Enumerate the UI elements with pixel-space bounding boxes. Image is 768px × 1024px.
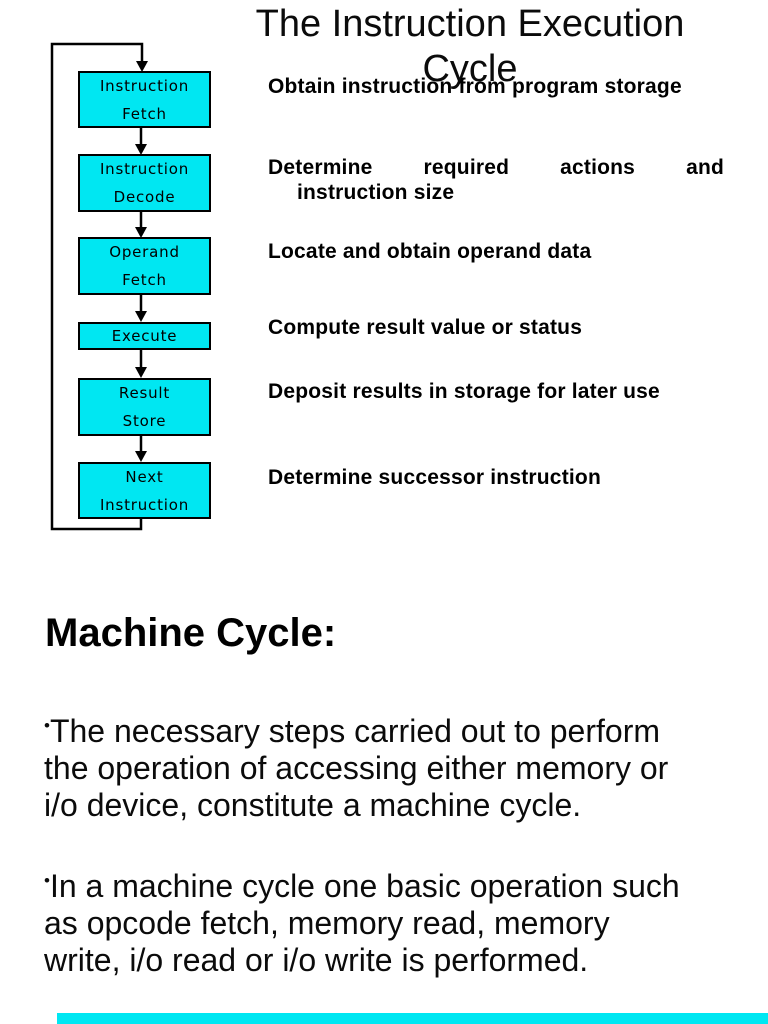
arrow-2-head-icon (135, 227, 147, 238)
step-description-decode: Determine required actions and instructi… (268, 155, 724, 205)
step-description-decode-line-1: Determine required actions and (268, 155, 724, 180)
flow-box-instruction-decode: Instruction Decode (78, 154, 211, 212)
flow-box-operand-fetch: Operand Fetch (78, 237, 211, 295)
machine-cycle-paragraph-2: •In a machine cycle one basic operation … (44, 862, 756, 979)
paragraph-2-line-1: •In a machine cycle one basic operation … (44, 862, 756, 905)
title-line-2: Cycle (422, 48, 518, 90)
step-description-result-store: Deposit results in storage for later use (268, 380, 660, 403)
paragraph-2-line-3: write, i/o read or i/o write is performe… (44, 942, 589, 978)
paragraph-1-line-2: the operation of accessing either memory… (44, 750, 669, 786)
next-element-top-sliver (57, 1013, 768, 1024)
step-description-decode-line-2: instruction size (297, 181, 455, 204)
flow-box-result-store: Result Store (78, 378, 211, 436)
step-description-fetch: Obtain instruction from program storage (268, 75, 682, 98)
decode-word-1: Determine (268, 156, 373, 179)
step-description-next-instruction: Determine successor instruction (268, 466, 601, 489)
machine-cycle-paragraph-1: •The necessary steps carried out to perf… (44, 707, 756, 824)
arrow-5-head-icon (135, 451, 147, 462)
flow-box-next-instruction: Next Instruction (78, 462, 211, 519)
loop-arrowhead-icon (136, 61, 148, 72)
flowchart-connectors (50, 42, 148, 531)
arrow-4-head-icon (135, 367, 147, 378)
title-line-1: The Instruction Execution (255, 3, 685, 45)
paragraph-2-line-1-text: In a machine cycle one basic operation s… (49, 868, 680, 904)
bullet-icon: • (44, 716, 50, 735)
bullet-icon: • (44, 871, 50, 890)
loop-back-line (50, 42, 144, 531)
arrow-3-head-icon (135, 311, 147, 322)
decode-word-3: actions (560, 156, 636, 179)
machine-cycle-heading: Machine Cycle: (45, 611, 337, 655)
flow-box-execute: Execute (78, 322, 211, 350)
page-title: The Instruction Execution Cycle (170, 2, 768, 92)
arrow-1-head-icon (135, 144, 147, 155)
step-description-operand-fetch: Locate and obtain operand data (268, 240, 592, 263)
paragraph-2-line-2: as opcode fetch, memory read, memory (44, 905, 610, 941)
paragraph-1-line-3: i/o device, constitute a machine cycle. (44, 787, 582, 823)
decode-word-2: required (423, 156, 510, 179)
decode-word-4: and (686, 156, 724, 179)
step-description-execute: Compute result value or status (268, 316, 583, 339)
flow-box-instruction-fetch: Instruction Fetch (78, 71, 211, 128)
paragraph-1-line-1-text: The necessary steps carried out to perfo… (49, 713, 660, 749)
paragraph-1-line-1: •The necessary steps carried out to perf… (44, 707, 756, 750)
